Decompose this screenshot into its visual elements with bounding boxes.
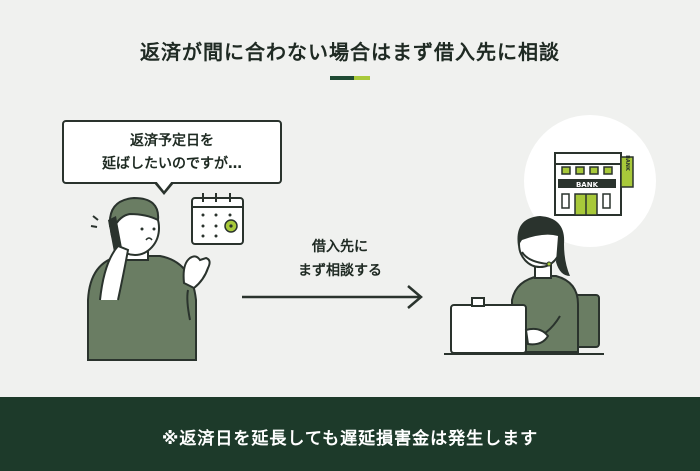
underline-lime-segment: [354, 76, 370, 80]
bubble-line-2: 延ばしたいのですが…: [102, 156, 242, 172]
bank-side-sign: BANK: [624, 155, 630, 172]
arrow-right-icon: [242, 285, 423, 309]
footer-banner: ※返済日を延長しても遅延損害金は発生します: [0, 397, 700, 471]
calendar-icon: [191, 193, 244, 245]
title-underline: [330, 76, 370, 80]
person-customer: [87, 196, 211, 361]
page-title: 返済が間に合わない場合はまず借入先に相談: [140, 40, 560, 64]
bank-icon: BANK BANK: [554, 152, 634, 216]
bubble-line-1: 返済予定日を: [130, 133, 214, 149]
underline-dark-segment: [330, 76, 354, 80]
speech-bubble: 返済予定日を 延ばしたいのですが…: [62, 120, 282, 195]
footer-note: ※返済日を延長しても遅延損害金は発生します: [161, 429, 539, 449]
bubble-tail-inner: [156, 181, 172, 191]
illustration: BANK BANK: [87, 115, 656, 361]
person-advisor: [444, 216, 604, 355]
arrow-label: 借入先に まず相談する: [255, 235, 425, 283]
arrow-label-line-1: 借入先に: [312, 239, 368, 255]
arrow-label-line-2: まず相談する: [298, 263, 382, 279]
bank-sign-text: BANK: [576, 181, 599, 189]
